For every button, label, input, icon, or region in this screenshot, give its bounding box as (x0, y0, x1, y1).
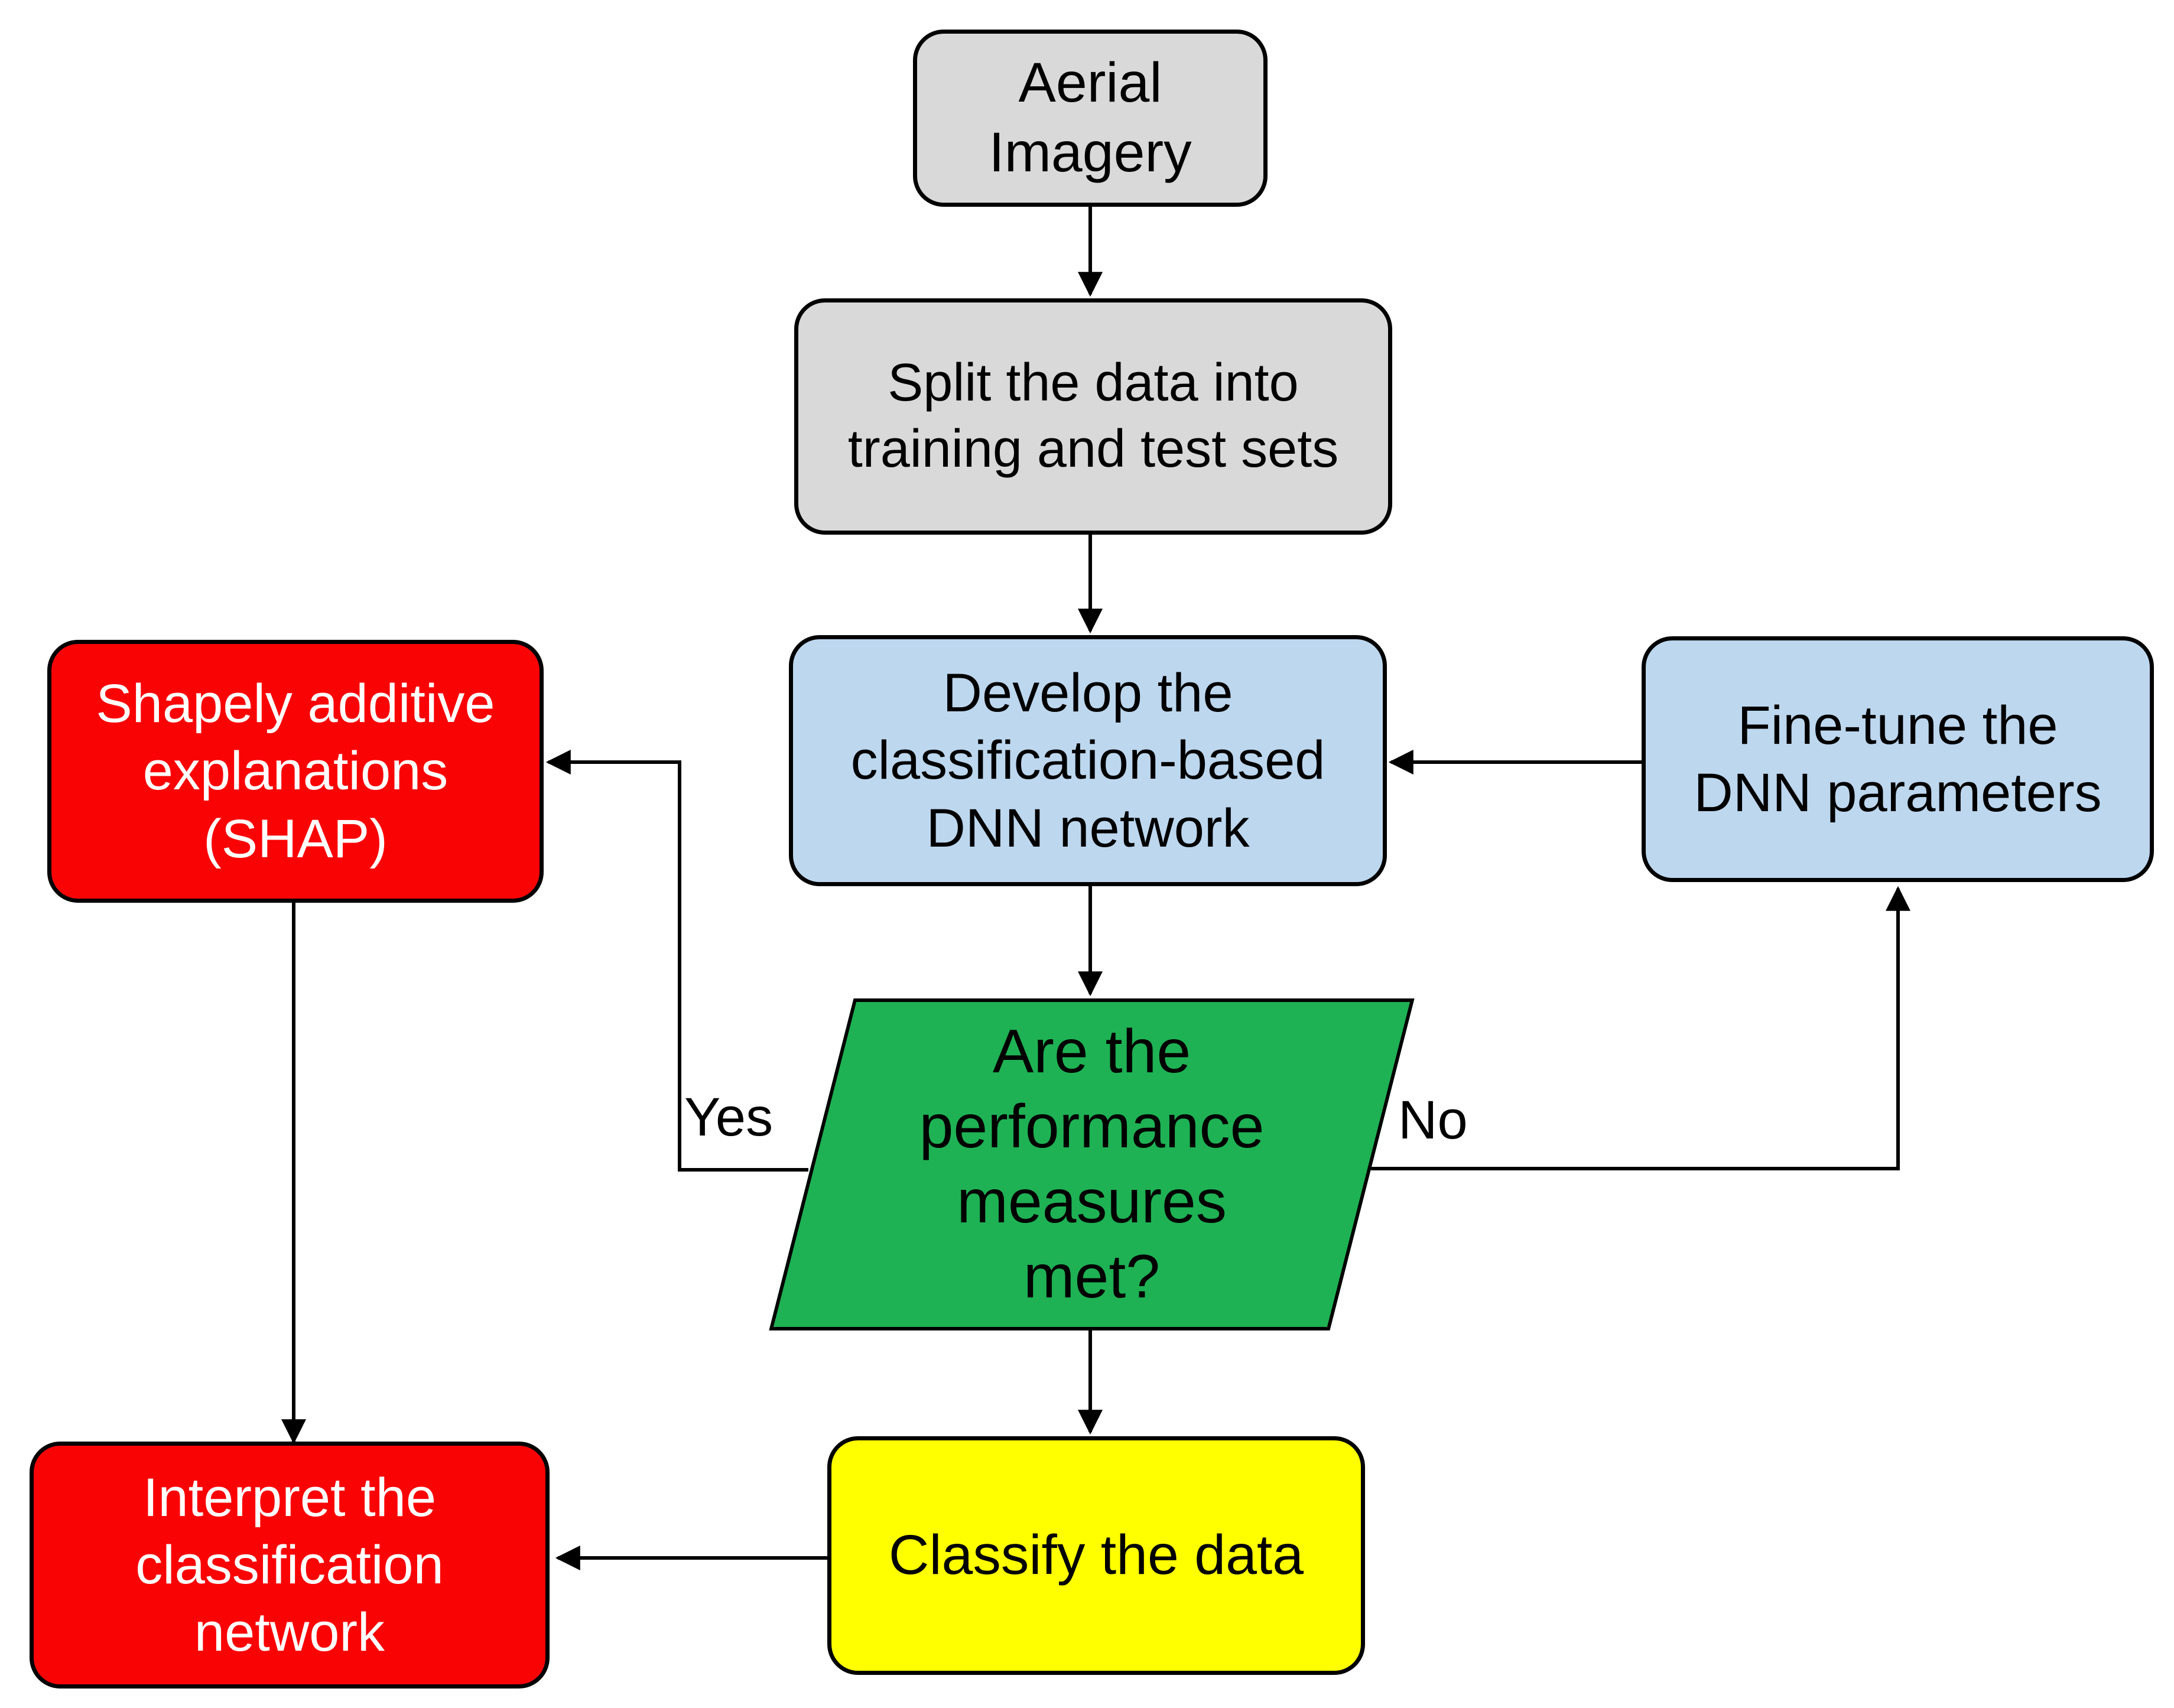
node-decision-inner: Are the performance measures met? (815, 1002, 1369, 1327)
node-develop-dnn-label: Develop the classification-based DNN net… (850, 663, 1325, 858)
node-classify-data: Classify the data (827, 1436, 1365, 1675)
node-split-data-label: Split the data into training and test se… (847, 353, 1339, 479)
node-aerial-imagery-label: Aerial Imagery (989, 51, 1192, 184)
node-fine-tune-dnn-label: Fine-tune the DNN parameters (1694, 695, 2102, 823)
edge-label-no: No (1398, 1090, 1468, 1150)
node-fine-tune-dnn: Fine-tune the DNN parameters (1642, 636, 2154, 882)
node-shap-label: Shapely additive explanations (SHAP) (96, 674, 495, 869)
edge-label-yes: Yes (684, 1087, 774, 1147)
node-decision-label: Are the performance measures met? (919, 1017, 1265, 1311)
node-shap: Shapely additive explanations (SHAP) (47, 640, 544, 903)
node-aerial-imagery: Aerial Imagery (913, 30, 1268, 207)
node-interpret-network: Interpret the classification network (30, 1442, 550, 1689)
node-classify-data-label: Classify the data (888, 1524, 1304, 1587)
node-decision-performance: Are the performance measures met? (769, 998, 1415, 1330)
node-develop-dnn: Develop the classification-based DNN net… (789, 635, 1387, 886)
node-interpret-network-label: Interpret the classification network (135, 1467, 444, 1663)
node-split-data: Split the data into training and test se… (794, 298, 1392, 535)
